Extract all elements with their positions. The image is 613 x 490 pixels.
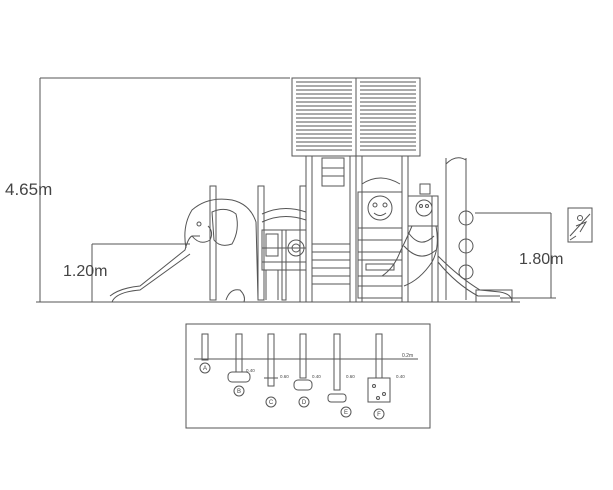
foundation-depth-b: 0.40 [246,368,255,373]
free-fall-height-label: 1.80m [519,251,563,268]
foundation-letter-b: B [237,389,241,395]
foundation-depth-f: 0.40 [396,374,405,379]
foundation-detail-frame [185,323,431,429]
climbing-section [261,185,307,303]
tube-slide-section [381,183,439,303]
foundation-letter-d: D [302,400,307,406]
foundation-type-f [367,333,391,420]
foundation-type-d [293,333,313,408]
foundation-type-e [327,333,352,418]
ground-level-label: 0.2m [402,353,413,359]
foundation-depth-e: 0.60 [346,374,355,379]
foundation-depth-c: 0.60 [280,374,289,379]
platform-height-label: 1.20m [63,263,107,280]
monkey-face [367,195,393,221]
lower-panels [311,177,403,299]
child-slide-warning-icon [567,207,593,243]
free-fall-height-dimension [475,212,556,299]
climbing-pole [437,157,513,303]
foundation-letter-a: A [203,366,207,372]
overall-height-label: 4.65m [5,180,52,199]
overall-height-dimension [36,77,290,303]
platform-height-dimension [91,243,190,302]
foundation-type-b [227,333,251,397]
foundation-type-c [264,333,278,408]
dog-face [415,199,433,217]
roof-tower [291,77,421,303]
foundation-depth-d: 0.40 [312,374,321,379]
foundation-letter-c: C [269,400,274,406]
foundation-type-a [199,333,211,374]
elephant-slide [109,185,265,303]
foundation-letter-e: E [344,410,348,416]
foundation-letter-f: F [377,412,381,418]
